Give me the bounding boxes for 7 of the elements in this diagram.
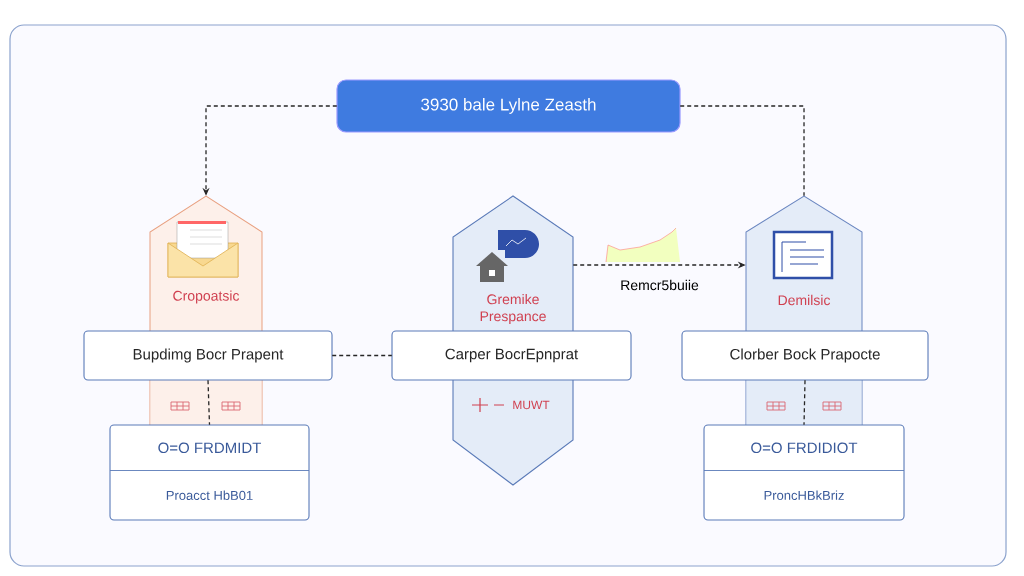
process-box: Clorber Bock Prapocte	[681, 330, 929, 381]
title-box: 3930 bale Lylne Zeasth	[336, 79, 681, 133]
info-table: O=O FRDIDIOT ProncHBkBriz	[703, 424, 905, 521]
process-box: Bupdimg Bocr Prapent	[83, 330, 333, 381]
info-table: O=O FRDMIDT Proacct HbB01	[109, 424, 310, 521]
process-box: Carper BocrEpnprat	[391, 330, 632, 381]
edge-label: Remcr5buiie	[621, 279, 699, 291]
